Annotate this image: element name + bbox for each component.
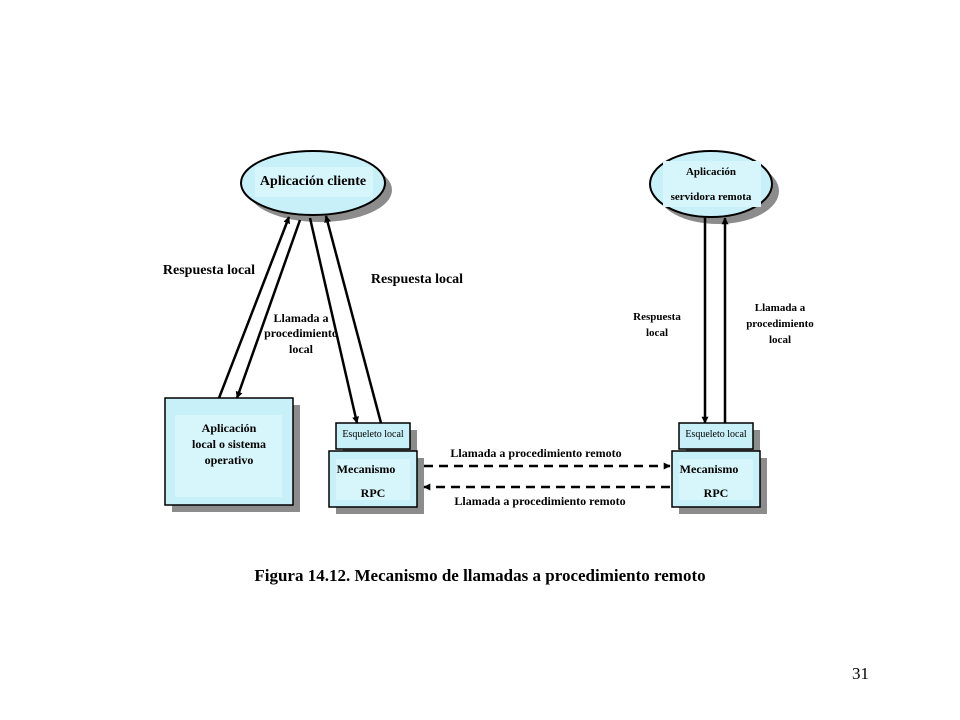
client-app-label: Aplicación cliente [259,174,367,189]
client-rpc-label-line1: Mecanismo [336,462,396,476]
server-app-node [649,150,779,224]
client-rpc-node [328,450,424,514]
local-app-label-line3: operativo [204,453,254,467]
local-app-label-line1: Aplicación [201,421,257,435]
right-call-label-line3: local [769,334,791,346]
arrow-client-response [324,215,383,424]
right-response-label-line2: local [646,327,668,339]
server-rpc-node [671,450,767,514]
left-call-label-line1: Llamada a [273,311,329,325]
server-app-label-line1: Aplicación [685,166,737,178]
server-skeleton-label: Esqueleto local [685,429,747,440]
remote-call-top-label: Llamada a procedimiento remoto [450,446,622,460]
client-rpc-label-line2: RPC [360,486,386,500]
local-app-label-line2: local o sistema [192,437,266,451]
left-call-label-line3: local [289,342,313,356]
arrow-local-response [217,216,291,399]
right-call-label-line1: Llamada a [754,302,806,314]
arrow-client-call [308,217,360,424]
arrow-local-call [235,219,302,399]
left-response-label: Respuesta local [162,263,256,278]
mid-response-label: Respuesta local [370,272,464,287]
page-number: 31 [852,664,869,683]
left-call-label-line2: procedimiento [264,326,338,340]
server-rpc-label-line2: RPC [703,486,729,500]
right-response-label-line1: Respuesta [633,311,681,323]
remote-call-bottom-label: Llamada a procedimiento remoto [454,494,626,508]
server-app-label-line2: servidora remota [670,191,752,203]
client-app-node [240,150,392,222]
client-skeleton-label: Esqueleto local [342,429,404,440]
figure-caption: Figura 14.12. Mecanismo de llamadas a pr… [254,566,706,585]
right-call-label-line2: procedimiento [746,318,814,330]
server-rpc-label-line1: Mecanismo [679,462,739,476]
local-app-node [164,397,300,512]
